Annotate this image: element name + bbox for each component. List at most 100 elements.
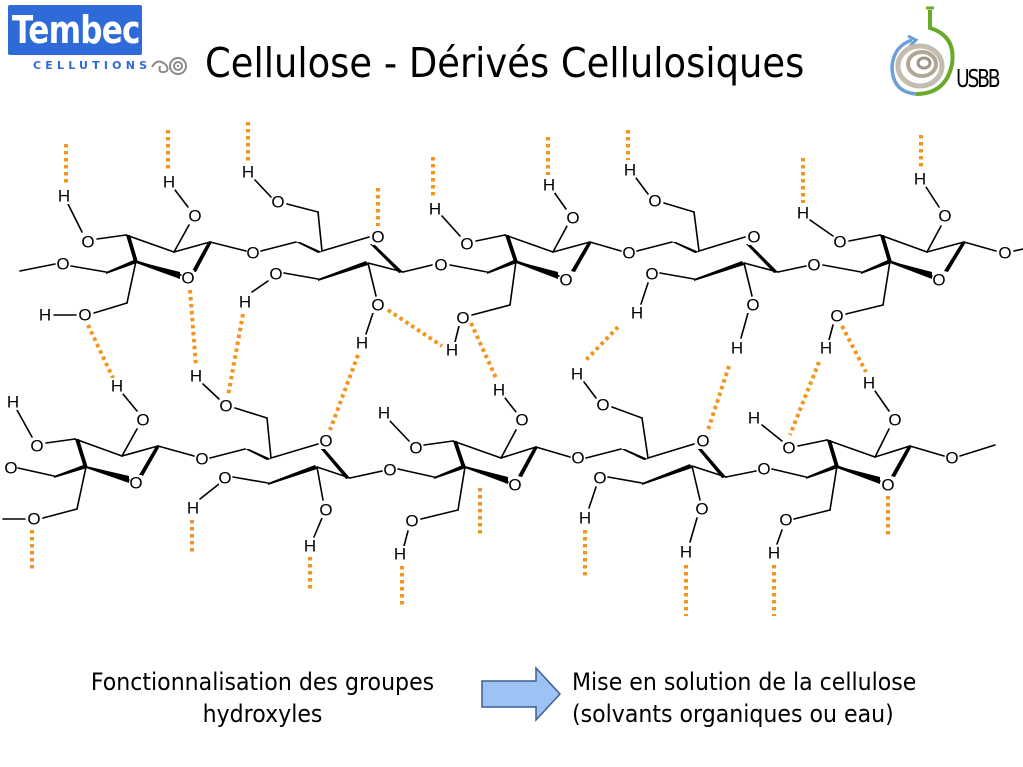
swirl-icon xyxy=(151,57,187,75)
hydrogen-atom-label: H xyxy=(58,187,70,206)
oxygen-atom-label: O xyxy=(881,476,894,495)
oxygen-atom-label: O xyxy=(4,459,17,478)
hydrogen-atom-label: H xyxy=(378,404,390,423)
oxygen-atom-label: O xyxy=(645,265,658,284)
oxygen-atom-label: O xyxy=(515,411,528,430)
oxygen-atom-label: O xyxy=(129,474,142,493)
oxygen-atom-label: O xyxy=(269,265,282,284)
hydrogen-atom-label: H xyxy=(543,176,555,195)
dissolution-caption-line1: Mise en solution de la cellulose xyxy=(572,668,917,696)
usbb-emblem-icon xyxy=(890,6,955,96)
hydrogen-atom-label: H xyxy=(631,304,643,323)
hydrogen-atom-label: H xyxy=(820,339,832,358)
oxygen-atom-label: O xyxy=(807,256,820,275)
hydrogen-atom-label: H xyxy=(111,377,123,396)
oxygen-atom-label: O xyxy=(622,244,635,263)
oxygen-atom-label: O xyxy=(405,512,418,531)
oxygen-atom-label: O xyxy=(779,511,792,530)
oxygen-atom-label: O xyxy=(78,306,91,325)
hydrogen-atom-label: H xyxy=(579,509,591,528)
oxygen-atom-label: O xyxy=(181,269,194,288)
page-title: Cellulose - Dérivés Cellulosiques xyxy=(205,39,805,87)
oxygen-atom-label: O xyxy=(945,449,958,468)
tembec-logo-box: Tembec xyxy=(8,5,142,55)
hydrogen-atom-label: H xyxy=(187,499,199,518)
hydrogen-atom-label: H xyxy=(571,365,583,384)
dissolution-caption-line2: (solvants organiques ou eau) xyxy=(572,700,894,728)
oxygen-atom-label: O xyxy=(218,469,231,488)
hydrogen-atom-label: H xyxy=(356,334,368,353)
oxygen-atom-label: O xyxy=(319,432,332,451)
oxygen-atom-label: O xyxy=(30,437,43,456)
oxygen-atom-label: O xyxy=(383,461,396,480)
oxygen-atom-label: O xyxy=(271,193,284,212)
oxygen-atom-label: O xyxy=(782,439,795,458)
hydrogen-atom-label: H xyxy=(768,544,780,563)
oxygen-atom-label: O xyxy=(566,209,579,228)
hydrogen-atom-label: H xyxy=(7,393,19,412)
cellutions-label: CELLUTIONS xyxy=(33,59,152,72)
oxygen-atom-label: O xyxy=(508,476,521,495)
oxygen-atom-label: O xyxy=(371,296,384,315)
oxygen-atom-label: O xyxy=(136,411,149,430)
hydrogen-bonds xyxy=(30,122,923,616)
oxygen-atom-label: O xyxy=(938,207,951,226)
oxygen-atom-label: O xyxy=(596,396,609,415)
oxygen-atom-label: O xyxy=(888,411,901,430)
oxygen-atom-label: O xyxy=(593,469,606,488)
oxygen-atom-label: O xyxy=(559,271,572,290)
hydrogen-atom-label: H xyxy=(914,170,926,189)
oxygen-atom-label: O xyxy=(696,432,709,451)
hydrogen-atom-label: H xyxy=(190,367,202,386)
hydrogen-atom-label: H xyxy=(446,341,458,360)
oxygen-atom-label: O xyxy=(219,397,232,416)
dissolution-caption: Mise en solution de la cellulose (solvan… xyxy=(572,666,916,730)
oxygen-atom-label: O xyxy=(188,207,201,226)
usbb-logo: USBB xyxy=(886,6,1016,102)
wedge-bonds xyxy=(54,235,966,485)
functionalization-caption-line1: Fonctionnalisation des groupes xyxy=(90,668,435,696)
oxygen-atom-label: O xyxy=(27,510,40,529)
oxygen-atom-label: O xyxy=(746,296,759,315)
oxygen-atom-label: O xyxy=(648,192,661,211)
oxygen-atom-label: O xyxy=(833,233,846,252)
oxygen-atom-label: O xyxy=(371,228,384,247)
hydrogen-atom-label: H xyxy=(748,409,760,428)
hydrogen-atom-label: H xyxy=(429,200,441,219)
usbb-logo-text: USBB xyxy=(956,64,1001,93)
hydrogen-atom-label: H xyxy=(680,543,692,562)
oxygen-atom-label: O xyxy=(460,235,473,254)
oxygen-atom-label: O xyxy=(571,449,584,468)
oxygen-atom-label: O xyxy=(319,501,332,520)
oxygen-atom-label: O xyxy=(195,450,208,469)
hydrogen-atom-label: H xyxy=(304,537,316,556)
functionalization-caption-line2: hydroxyles xyxy=(202,700,323,728)
oxygen-atom-label: O xyxy=(932,271,945,290)
oxygen-atom-label: O xyxy=(434,256,447,275)
oxygen-atom-label: O xyxy=(456,309,469,328)
oxygen-atom-label: O xyxy=(409,439,422,458)
hydrogen-atom-label: H xyxy=(39,306,51,325)
oxygen-atom-label: O xyxy=(830,307,843,326)
functionalization-caption: Fonctionnalisation des groupes hydroxyle… xyxy=(58,666,467,730)
oxygen-atom-label: O xyxy=(998,244,1011,263)
hydrogen-atom-label: H xyxy=(731,339,743,358)
oxygen-atom-label: O xyxy=(695,500,708,519)
oxygen-atom-label: O xyxy=(56,255,69,274)
hydrogen-atom-label: H xyxy=(624,161,636,180)
hydrogen-atom-label: H xyxy=(239,293,251,312)
hydrogen-atom-label: H xyxy=(163,173,175,192)
hydrogen-atom-label: H xyxy=(394,545,406,564)
oxygen-atom-label: O xyxy=(81,233,94,252)
hydrogen-atom-label: H xyxy=(797,204,809,223)
hydrogen-atom-label: H xyxy=(493,381,505,400)
right-arrow-icon xyxy=(481,666,562,722)
oxygen-atom-label: O xyxy=(757,460,770,479)
cellulose-hbond-diagram: HOOHOHOOOHOOOHOHOHOOHHOOOHOOOHOHOHOOHHOO… xyxy=(2,122,1023,616)
hydrogen-atom-label: H xyxy=(863,374,875,393)
oxygen-atom-label: O xyxy=(246,244,259,263)
tembec-logo: Tembec CELLUTIONS xyxy=(8,5,188,75)
hydrogen-atom-label: H xyxy=(242,163,254,182)
oxygen-atom-label: O xyxy=(747,228,760,247)
